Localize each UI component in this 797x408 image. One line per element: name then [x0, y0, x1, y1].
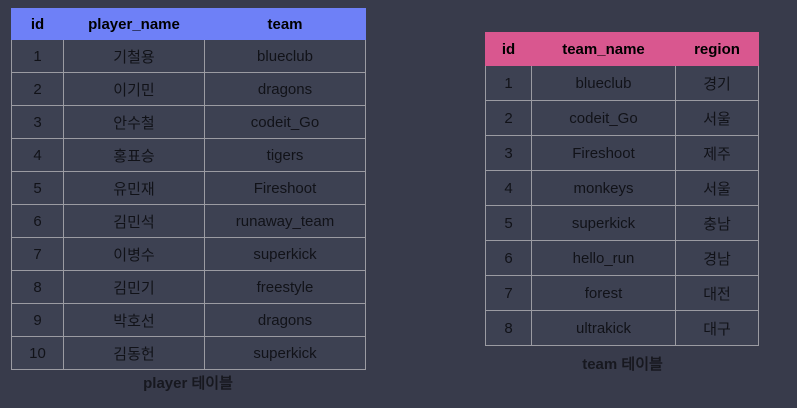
cell-id: 5 [485, 205, 532, 241]
player-table-header-row: id player_name team [11, 8, 366, 40]
cell-region: 경남 [675, 240, 759, 276]
cell-player-name: 이기민 [63, 72, 205, 106]
cell-id: 2 [11, 72, 64, 106]
cell-player-name: 김민기 [63, 270, 205, 304]
cell-player-name: 홍표승 [63, 138, 205, 172]
column-header-id: id [485, 32, 532, 66]
cell-team-name: blueclub [531, 65, 676, 101]
cell-team-name: monkeys [531, 170, 676, 206]
cell-team: Fireshoot [204, 171, 366, 205]
cell-team: superkick [204, 237, 366, 271]
cell-team: superkick [204, 336, 366, 370]
cell-team: dragons [204, 72, 366, 106]
cell-id: 6 [485, 240, 532, 276]
column-header-player-name: player_name [63, 8, 205, 40]
cell-team-name: ultrakick [531, 310, 676, 346]
column-header-team-name: team_name [531, 32, 676, 66]
cell-id: 1 [485, 65, 532, 101]
cell-player-name: 박호선 [63, 303, 205, 337]
cell-team-name: superkick [531, 205, 676, 241]
player-table-caption: player 테이블 [143, 375, 233, 392]
cell-team: runaway_team [204, 204, 366, 238]
column-header-id: id [11, 8, 64, 40]
cell-player-name: 기철용 [63, 39, 205, 73]
cell-id: 5 [11, 171, 64, 205]
cell-team-name: forest [531, 275, 676, 311]
cell-region: 제주 [675, 135, 759, 171]
cell-player-name: 안수철 [63, 105, 205, 139]
column-header-region: region [675, 32, 759, 66]
cell-team: tigers [204, 138, 366, 172]
cell-region: 서울 [675, 100, 759, 136]
cell-region: 서울 [675, 170, 759, 206]
cell-region: 경기 [675, 65, 759, 101]
cell-id: 10 [11, 336, 64, 370]
cell-id: 7 [485, 275, 532, 311]
cell-team-name: Fireshoot [531, 135, 676, 171]
cell-id: 4 [11, 138, 64, 172]
cell-region: 충남 [675, 205, 759, 241]
column-header-team: team [204, 8, 366, 40]
cell-player-name: 유민재 [63, 171, 205, 205]
cell-team: dragons [204, 303, 366, 337]
team-table-caption: team 테이블 [582, 356, 663, 373]
cell-team-name: hello_run [531, 240, 676, 276]
cell-team-name: codeit_Go [531, 100, 676, 136]
cell-team: freestyle [204, 270, 366, 304]
team-table-header-row: id team_name region [485, 32, 759, 66]
cell-id: 7 [11, 237, 64, 271]
cell-id: 2 [485, 100, 532, 136]
cell-region: 대구 [675, 310, 759, 346]
cell-id: 8 [11, 270, 64, 304]
cell-id: 1 [11, 39, 64, 73]
cell-region: 대전 [675, 275, 759, 311]
cell-id: 6 [11, 204, 64, 238]
cell-id: 3 [11, 105, 64, 139]
cell-id: 9 [11, 303, 64, 337]
cell-team: codeit_Go [204, 105, 366, 139]
cell-id: 4 [485, 170, 532, 206]
cell-player-name: 김민석 [63, 204, 205, 238]
cell-team: blueclub [204, 39, 366, 73]
cell-id: 3 [485, 135, 532, 171]
cell-id: 8 [485, 310, 532, 346]
cell-player-name: 이병수 [63, 237, 205, 271]
cell-player-name: 김동헌 [63, 336, 205, 370]
